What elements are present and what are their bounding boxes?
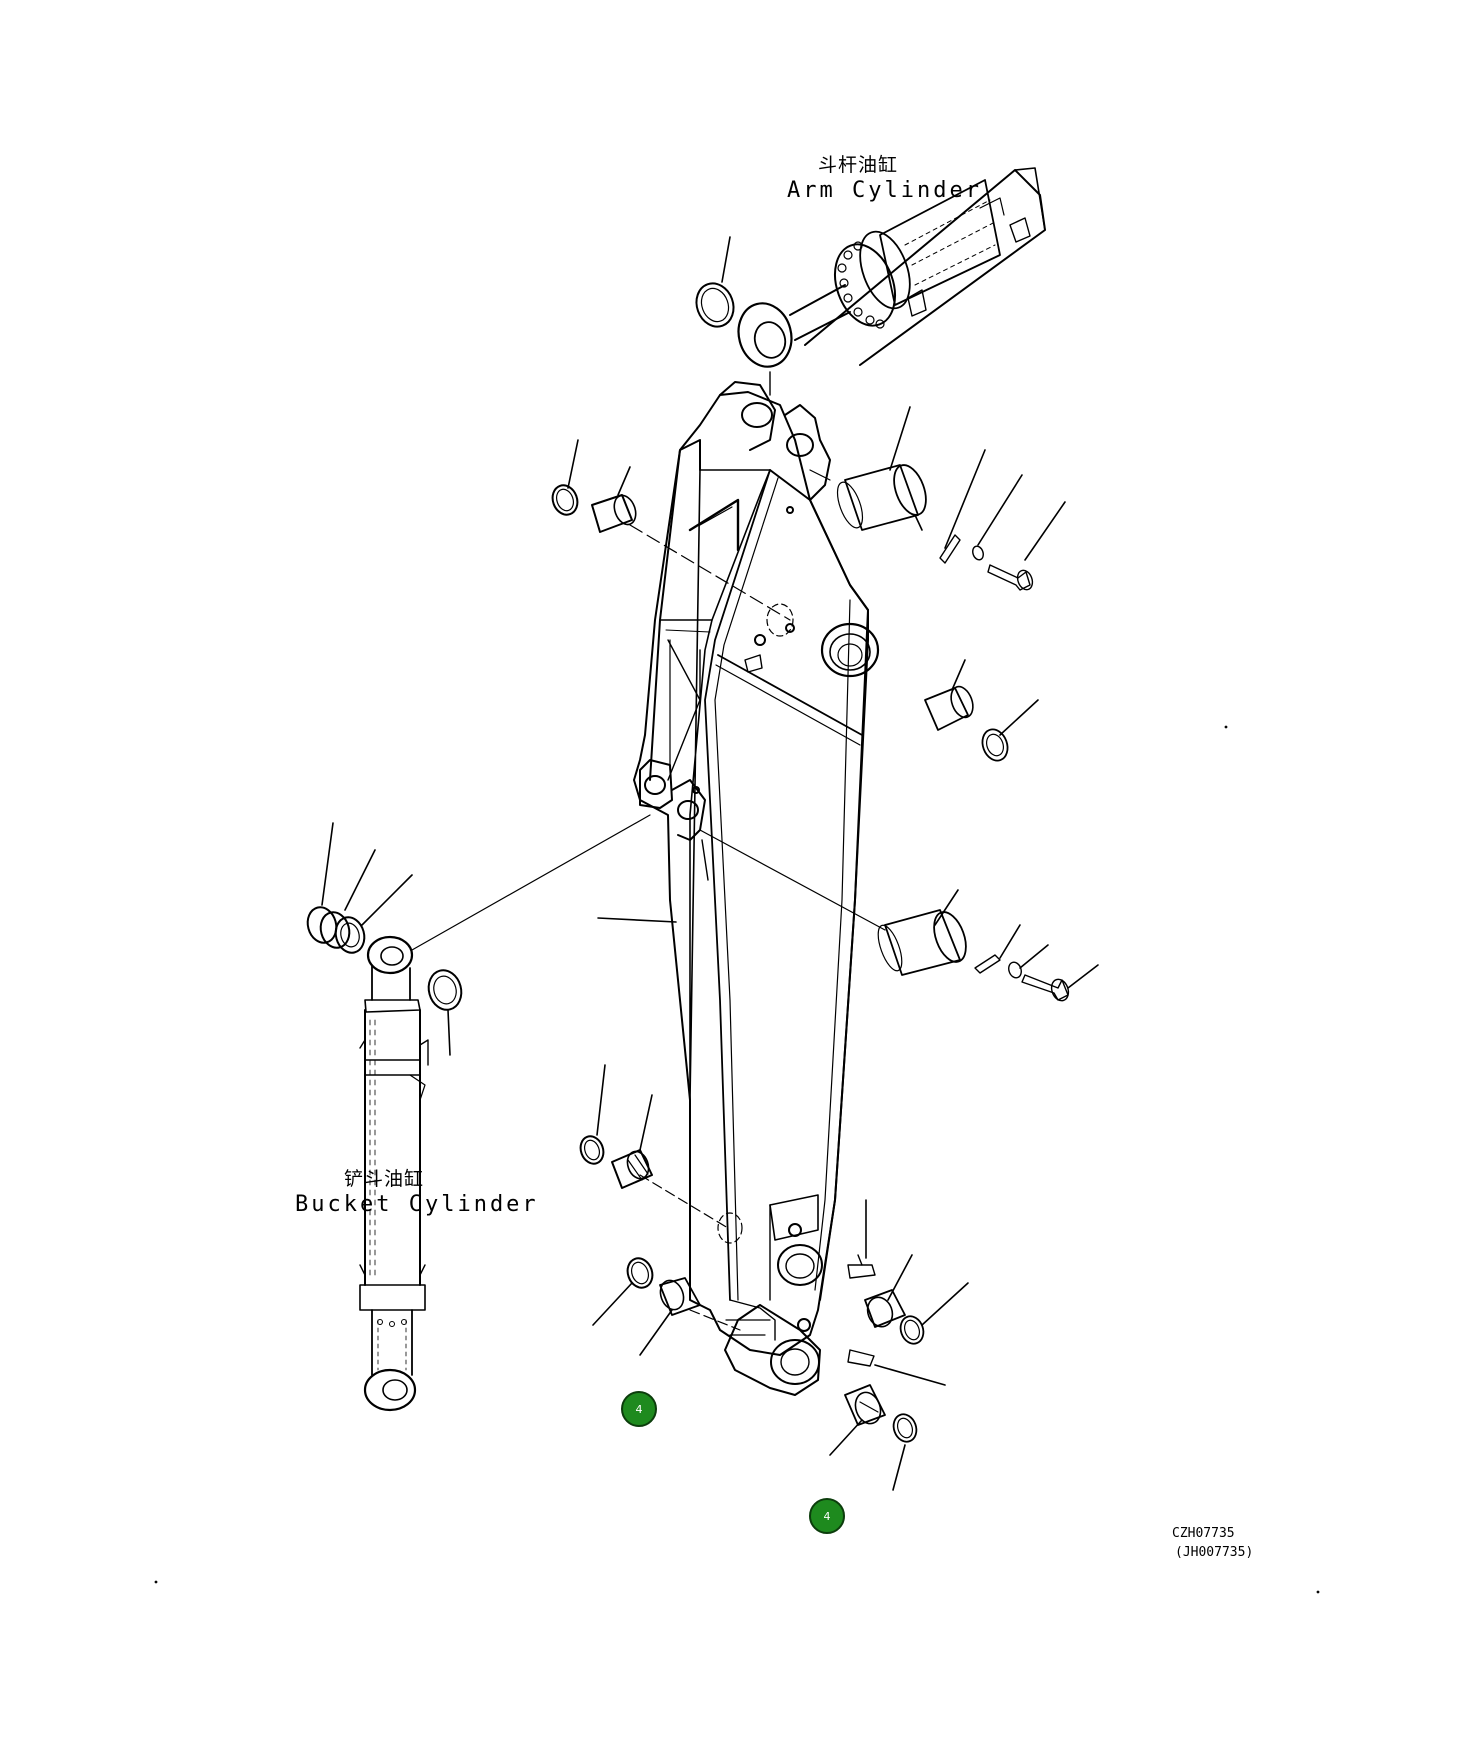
callout-4-left[interactable]: 4 xyxy=(621,1391,657,1427)
bucket-cylinder-label-en: Bucket Cylinder xyxy=(295,1192,539,1217)
arm-body xyxy=(633,381,880,1396)
drawing-alt-code: (JH007735) xyxy=(1175,1545,1254,1560)
arm-cylinder-label-cn: 斗杆油缸 xyxy=(818,154,899,176)
drawing-code: CZH07735 xyxy=(1172,1526,1235,1541)
leader-lines xyxy=(321,236,1099,1491)
arm-cylinder xyxy=(737,167,1046,396)
stray-dots xyxy=(154,725,1320,1594)
bucket-cylinder xyxy=(359,935,429,1412)
arm-cylinder-label-en: Arm Cylinder xyxy=(787,178,982,203)
parts xyxy=(306,282,1070,1443)
callout-4-bottom[interactable]: 4 xyxy=(809,1498,845,1534)
assembly-lines xyxy=(411,524,886,1331)
bucket-cylinder-label-cn: 铲斗油缸 xyxy=(344,1168,425,1190)
